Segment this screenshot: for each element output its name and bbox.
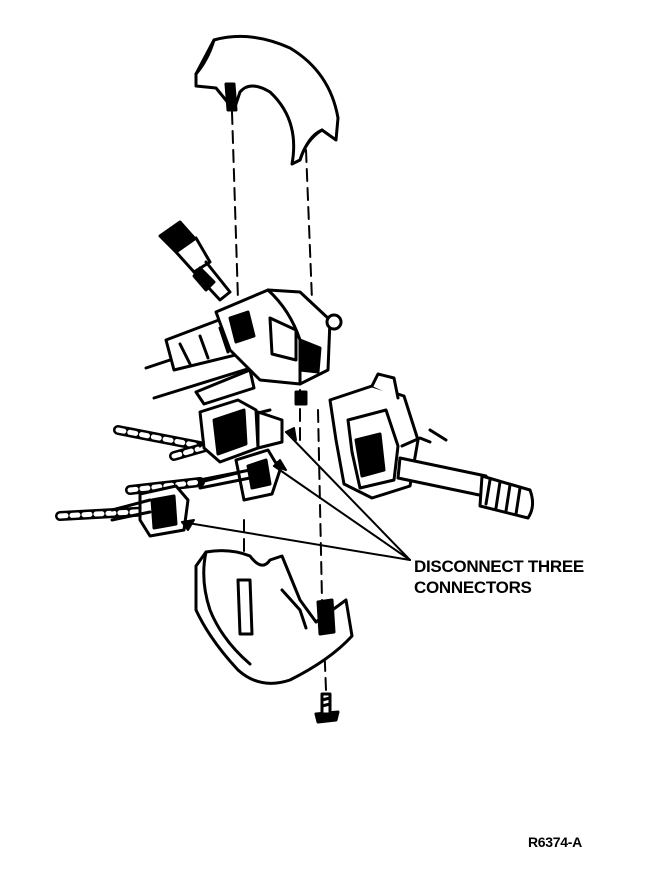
callout-line-1: DISCONNECT THREE (414, 557, 584, 576)
figure-code: R6374-A (528, 834, 582, 850)
callout-line-2: CONNECTORS (414, 578, 532, 597)
connector-upper (198, 398, 284, 464)
connector-lower (110, 484, 190, 538)
disconnect-connectors-callout: DISCONNECT THREE CONNECTORS (414, 556, 634, 598)
mounting-screw (314, 692, 340, 724)
connector-middle (198, 448, 282, 502)
ignition-lock-assembly (158, 220, 232, 302)
multifunction-switch (328, 372, 535, 520)
column-housing (214, 288, 343, 406)
upper-shroud (194, 34, 340, 166)
lower-shroud (194, 549, 354, 685)
callout-leaders (181, 427, 411, 561)
